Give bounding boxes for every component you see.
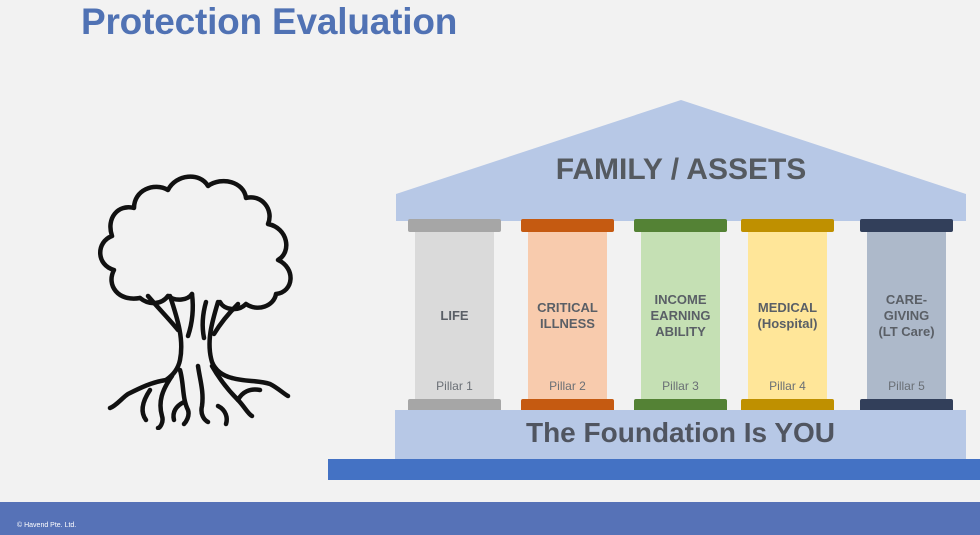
pillar-critical-illness: CRITICAL ILLNESS Pillar 2 xyxy=(521,219,614,412)
pillar-cap xyxy=(408,219,501,232)
pillar-number: Pillar 4 xyxy=(769,379,806,393)
pillar-cap xyxy=(741,219,834,232)
pillar-label: LIFE xyxy=(440,307,469,323)
pillar-shaft: CRITICAL ILLNESS Pillar 2 xyxy=(528,232,607,399)
pillar-life: LIFE Pillar 1 xyxy=(408,219,501,412)
pillar-shaft: INCOME EARNING ABILITY Pillar 3 xyxy=(641,232,720,399)
pillar-base xyxy=(521,399,614,412)
pillar-cap xyxy=(521,219,614,232)
pillar-cap xyxy=(860,219,953,232)
pillar-shaft: LIFE Pillar 1 xyxy=(415,232,494,399)
roof-label: FAMILY / ASSETS xyxy=(555,153,807,186)
footer-bar: © Havend Pte. Ltd. xyxy=(0,502,980,535)
pillar-cap xyxy=(634,219,727,232)
pillar-base xyxy=(634,399,727,412)
pillar-base xyxy=(860,399,953,412)
pillar-label: CARE- GIVING (LT Care) xyxy=(878,291,935,339)
tree-icon xyxy=(98,174,293,430)
foundation-label: The Foundation Is YOU xyxy=(525,417,836,448)
copyright-text: © Havend Pte. Ltd. xyxy=(17,522,77,529)
pillar-base xyxy=(408,399,501,412)
pillar-income-earning: INCOME EARNING ABILITY Pillar 3 xyxy=(634,219,727,412)
roof xyxy=(396,100,966,221)
foundation: The Foundation Is YOU xyxy=(395,410,966,460)
pillar-label: INCOME EARNING ABILITY xyxy=(650,291,711,339)
pillar-number: Pillar 2 xyxy=(549,379,586,393)
pillar-base xyxy=(741,399,834,412)
pillar-number: Pillar 5 xyxy=(888,379,925,393)
pillar-number: Pillar 3 xyxy=(662,379,699,393)
pillar-medical: MEDICAL (Hospital) Pillar 4 xyxy=(741,219,834,412)
pillar-label: MEDICAL (Hospital) xyxy=(757,299,818,331)
pillar-number: Pillar 1 xyxy=(436,379,473,393)
ground-bar xyxy=(328,459,980,480)
page-title: Protection Evaluation xyxy=(81,1,458,42)
pillar-shaft: MEDICAL (Hospital) Pillar 4 xyxy=(748,232,827,399)
pillar-caregiving: CARE- GIVING (LT Care) Pillar 5 xyxy=(860,219,953,412)
pillar-shaft: CARE- GIVING (LT Care) Pillar 5 xyxy=(867,232,946,399)
pillar-label: CRITICAL ILLNESS xyxy=(537,299,598,331)
